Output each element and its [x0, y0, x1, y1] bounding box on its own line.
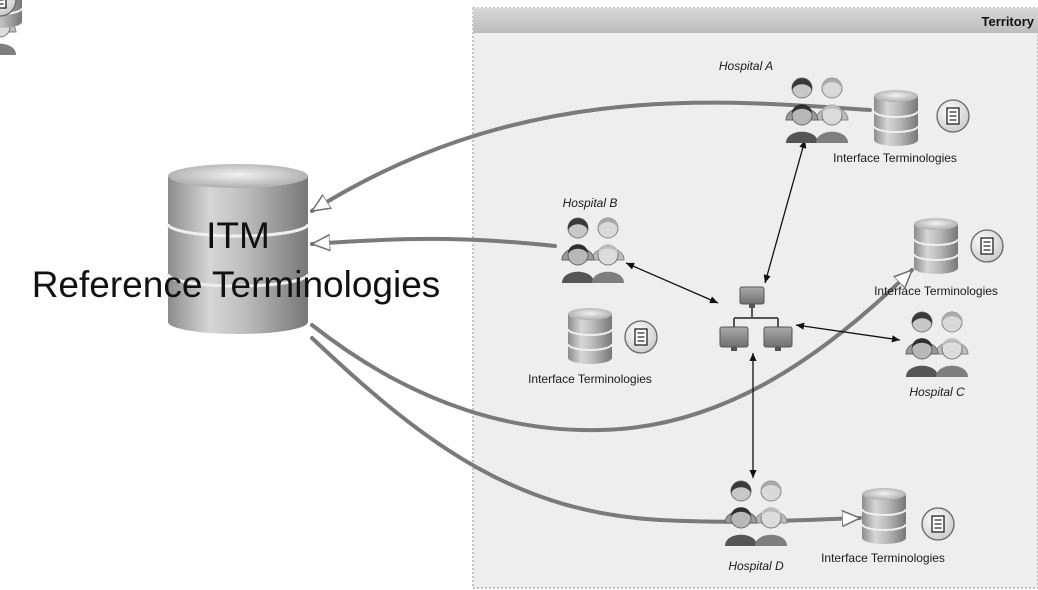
hospital-c-document-icon: [970, 229, 1004, 263]
hospital-b: Hospital B Interface Terminologies: [528, 196, 658, 386]
hospital-b-db-label: Interface Terminologies: [528, 372, 652, 386]
hospital-c-database-icon: [913, 217, 959, 275]
hospital-b-database-icon: [567, 307, 613, 365]
hospital-d-db-label: Interface Terminologies: [821, 551, 945, 565]
flow-arrow-hospital-b: [310, 239, 557, 246]
connector-hub-hospital-c: [795, 322, 901, 343]
network-connectors: [625, 139, 901, 478]
hospital-d: Hospital D Interface Terminologies: [724, 480, 955, 573]
hospital-a-document-icon: [936, 99, 970, 133]
flow-arrow-hospital-d: [310, 336, 862, 522]
hospital-d-name: Hospital D: [728, 559, 784, 573]
hospital-b-document-icon: [624, 320, 658, 354]
hospital-a-db-label: Interface Terminologies: [833, 151, 957, 165]
territory-title: Territory: [982, 14, 1035, 29]
connector-hub-hospital-a: [763, 139, 807, 284]
hospital-a: Hospital A Interface Terminologies: [719, 59, 970, 165]
network-hub-icon: [719, 286, 793, 351]
itm-title: ITM: [206, 215, 270, 256]
hospital-c: Hospital C Interface Terminologies: [874, 217, 1004, 399]
flow-arrow-hospital-c: [310, 268, 914, 433]
hospital-c-name: Hospital C: [909, 385, 965, 399]
hospital-a-name: Hospital A: [719, 59, 773, 73]
hospital-b-name: Hospital B: [563, 196, 618, 210]
hospital-c-db-label: Interface Terminologies: [874, 284, 998, 298]
hospital-d-database-icon: [861, 487, 907, 545]
hospital-d-document-icon: [921, 507, 955, 541]
hospital-a-database-icon: [873, 89, 919, 147]
itm-database: [166, 164, 310, 334]
connector-hub-hospital-b: [625, 262, 719, 304]
territory-header: [473, 8, 1038, 33]
itm-subtitle: Reference Terminologies: [32, 264, 441, 305]
